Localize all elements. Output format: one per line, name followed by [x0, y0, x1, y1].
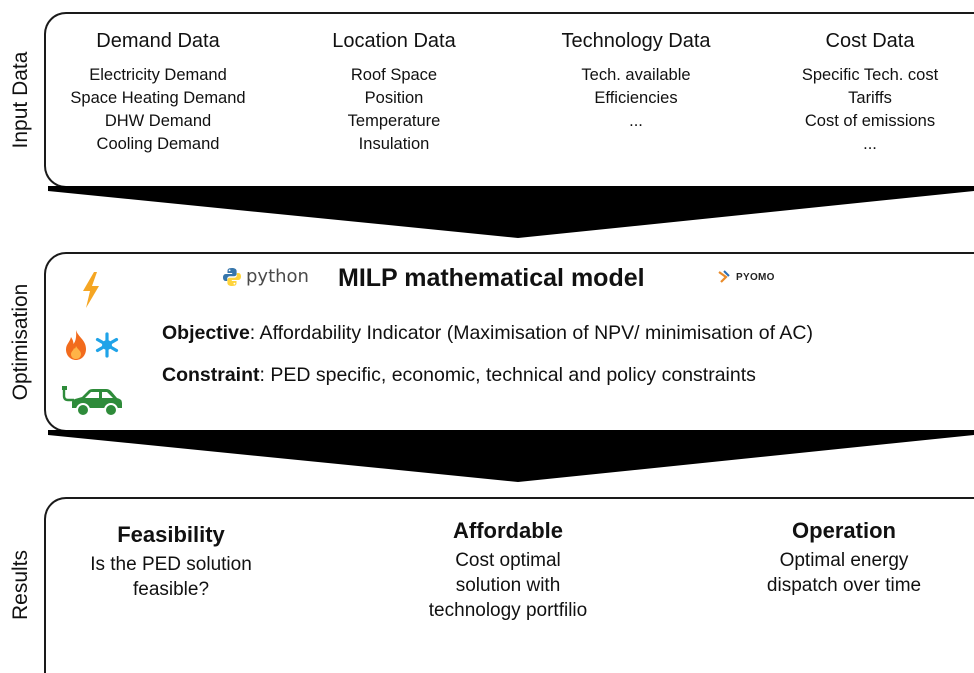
- result-heading: Feasibility: [117, 522, 225, 547]
- result-heading: Affordable: [453, 518, 563, 543]
- python-logo-text: python: [246, 266, 309, 287]
- flow-arrow-optimisation-to-results: [48, 430, 974, 482]
- column-heading: Location Data: [332, 30, 456, 52]
- result-line: Cost optimal: [455, 550, 561, 571]
- constraint-line: Constraint: PED specific, economic, tech…: [162, 364, 756, 387]
- result-line: dispatch over time: [766, 575, 922, 596]
- list-item: ...: [863, 135, 877, 153]
- constraint-text: : PED specific, economic, technical and …: [259, 364, 756, 386]
- column-heading: Technology Data: [561, 30, 711, 52]
- result-affordable: Affordable Cost optimal solution with te…: [429, 518, 587, 623]
- arrow-shape: [48, 186, 974, 238]
- flame-icon: [66, 330, 86, 360]
- list-item: Roof Space: [350, 66, 438, 84]
- section-label-results: Results: [9, 549, 32, 621]
- list-item: Efficiencies: [594, 89, 678, 107]
- objective-text: : Affordability Indicator (Maximisation …: [249, 322, 813, 344]
- list-item: Electricity Demand: [89, 66, 227, 84]
- demand-data-column: Demand Data Electricity Demand Space Hea…: [70, 30, 245, 156]
- snowflake-icon: [95, 332, 119, 358]
- list-item: Temperature: [347, 112, 441, 130]
- list-item: ...: [629, 112, 643, 130]
- section-label-input: Input Data: [9, 51, 32, 149]
- result-line: feasible?: [132, 579, 210, 600]
- list-item: Cooling Demand: [96, 135, 220, 153]
- pyomo-logo-text: PYOMO: [736, 271, 775, 283]
- list-item: Position: [364, 89, 424, 107]
- result-line: Optimal energy: [779, 550, 909, 571]
- arrow-shape: [48, 430, 974, 482]
- objective-line: Objective: Affordability Indicator (Maxi…: [162, 322, 813, 345]
- result-line: Is the PED solution: [90, 554, 252, 575]
- python-logo: python: [222, 266, 309, 287]
- result-line: technology portfilio: [428, 600, 588, 621]
- technology-data-column: Technology Data Tech. available Efficien…: [562, 30, 711, 133]
- list-item: Insulation: [358, 135, 430, 153]
- list-item: Specific Tech. cost: [801, 66, 939, 84]
- flow-arrow-input-to-optimisation: [48, 186, 974, 238]
- constraint-label: Constraint: [162, 364, 260, 386]
- result-heading: Operation: [792, 518, 896, 543]
- list-item: Tech. available: [581, 66, 691, 84]
- pyomo-logo: PYOMO: [718, 270, 775, 284]
- section-label-optimisation: Optimisation: [9, 283, 32, 401]
- list-item: Tariffs: [848, 89, 892, 107]
- lightning-icon: [83, 272, 99, 308]
- pyomo-icon: [718, 270, 730, 283]
- result-operation: Operation Optimal energy dispatch over t…: [767, 518, 921, 598]
- optimisation-panel: [44, 252, 974, 432]
- input-data-panel: [44, 12, 974, 188]
- location-data-column: Location Data Roof Space Position Temper…: [332, 30, 455, 156]
- electric-car-icon: [62, 386, 122, 417]
- objective-label: Objective: [162, 322, 250, 344]
- result-line: solution with: [455, 575, 561, 596]
- cost-data-column: Cost Data Specific Tech. cost Tariffs Co…: [802, 30, 938, 156]
- list-item: Space Heating Demand: [70, 89, 246, 107]
- python-icon: [223, 267, 241, 286]
- list-item: DHW Demand: [104, 112, 212, 130]
- model-title: MILP mathematical model: [338, 264, 645, 292]
- result-feasibility: Feasibility Is the PED solution feasible…: [90, 522, 252, 602]
- list-item: Cost of emissions: [804, 112, 936, 130]
- results-panel: [44, 497, 974, 673]
- column-heading: Cost Data: [825, 30, 915, 52]
- column-heading: Demand Data: [96, 30, 220, 52]
